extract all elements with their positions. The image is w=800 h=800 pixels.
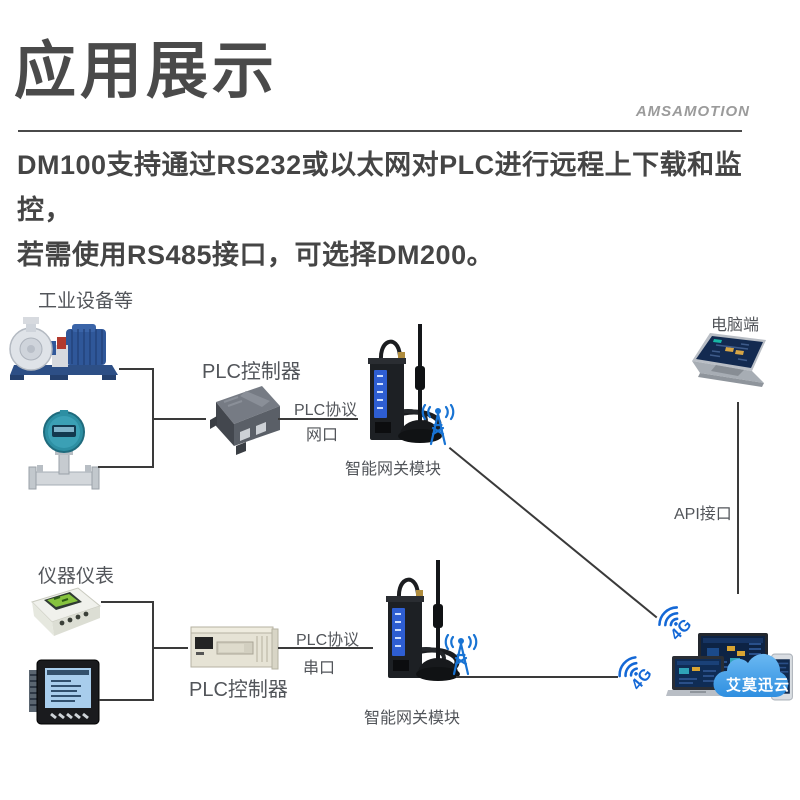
page-title: 应用展示 [14,37,279,106]
gateway-module-top-image [368,324,442,443]
industrial-group-label: 工业设备等 [38,291,134,312]
connector-line [278,418,358,420]
api-label: API接口 [674,506,732,523]
protocol-top-label: PLC协议 [294,402,358,419]
wifi-arcs-icon [658,606,679,627]
connector-line [737,402,739,594]
connector-line [278,647,373,649]
connector-line [152,601,154,701]
connector-line [98,466,154,468]
connector-line [448,447,658,619]
signal-tower-icon [444,634,478,676]
cloud-platform-image: 艾莫迅云 [705,648,795,700]
instrument-display-image [31,587,102,636]
plc-controller-top-image [210,386,280,455]
intro-text: DM100支持通过RS232或以太网对PLC进行远程上下载和监控， 若需使用RS… [17,143,777,278]
wifi-arcs-icon [618,656,639,678]
cloud-icon [713,653,789,697]
connector-line [101,601,153,603]
header-divider [18,130,742,132]
4g-signal-icon: 4G [607,644,663,701]
plc-bottom-label: PLC控制器 [189,679,288,701]
gateway-module-bottom-image [386,560,460,681]
cloud-label: 艾莫迅云 [726,677,791,694]
4g-signal-icon: 4G [647,595,704,652]
pc-laptop-image [692,333,766,387]
connector-line [119,368,153,370]
brand-wordmark: AMSAMOTION [635,103,750,120]
instrument-group-label: 仪器仪表 [38,566,115,587]
flow-sensor-image [28,410,100,490]
connector-line [152,418,206,420]
protocol-bottom-label: PLC协议 [296,632,360,649]
gateway-top-label: 智能网关模块 [345,461,442,478]
connector-line [152,647,188,649]
plc-controller-bottom-image [190,626,279,670]
intro-line-2: 若需使用RS485接口，可选择DM200。 [17,240,495,270]
panel-meter-image [29,659,100,725]
intro-line-1: DM100支持通过RS232或以太网对PLC进行远程上下载和监控， [17,150,743,225]
pc-label: 电脑端 [711,317,760,334]
signal-tower-icon [421,404,455,446]
connector-line [99,699,154,701]
gateway-bottom-label: 智能网关模块 [364,710,461,727]
port-top-label: 网口 [306,427,339,444]
connector-line [456,676,618,678]
cloud-laptop-image [666,656,730,696]
port-bottom-label: 串口 [303,660,336,677]
plc-top-label: PLC控制器 [202,361,301,383]
industrial-pump-image [9,317,118,380]
